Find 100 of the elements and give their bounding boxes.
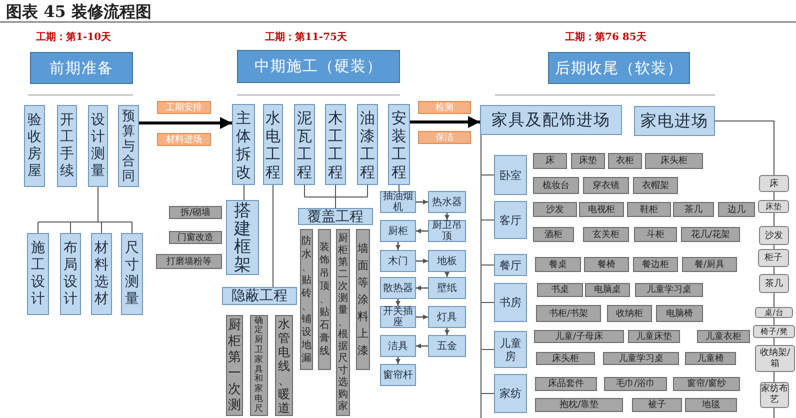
item-box: 餐/厨具 — [682, 257, 737, 272]
process-box: 验收房屋 — [24, 105, 45, 187]
connector-line — [38, 186, 132, 234]
arrow — [416, 258, 428, 264]
arrow — [444, 328, 450, 335]
process-box: 地板 — [428, 250, 466, 272]
process-box: 客厅 — [494, 201, 527, 239]
process-box: 预算与合同 — [118, 105, 139, 187]
item-box: 斗柜 — [634, 227, 677, 242]
item-box: 床垫 — [758, 200, 789, 213]
process-box: 厨卫吊顶 — [428, 220, 466, 242]
duration-label: 工期：第11-75天 — [265, 30, 347, 44]
item-box: 餐椅 — [584, 257, 629, 272]
connector-line — [398, 184, 400, 192]
item-box: 毛巾/浴巾 — [604, 377, 667, 391]
process-box: 热水器 — [428, 191, 466, 213]
process-box: 洁具 — [380, 335, 416, 357]
tag-box: 工期安排 — [157, 101, 211, 114]
process-box: 窗帘杆 — [380, 364, 416, 386]
item-box: 儿童床垫 — [628, 330, 680, 343]
item-box: 抱枕/靠垫 — [535, 398, 623, 412]
item-box: 厨柜第二次测量、根据尺寸选购家 — [336, 229, 350, 416]
item-box: 儿童/子母床 — [534, 330, 624, 343]
process-box: 设计测量 — [88, 105, 108, 187]
process-box: 施工设计 — [27, 233, 49, 315]
item-box: 椅子/凳 — [753, 325, 795, 338]
item-box: 被子 — [632, 398, 682, 412]
item-box: 地毯 — [685, 398, 737, 412]
process-box: 隐蔽工程 — [222, 287, 297, 305]
item-box: 儿童衣柜 — [697, 330, 750, 343]
item-box: 确定厨卫家具和家电尺 — [250, 315, 268, 416]
item-box: 床头柜 — [645, 153, 703, 169]
item-box: 床垫 — [571, 153, 605, 169]
phase-header: 后期收尾（软装） — [548, 52, 690, 84]
process-box: 书房 — [494, 283, 527, 322]
item-box: 边几 — [718, 202, 755, 217]
process-box: 开关插座 — [380, 306, 416, 328]
item-box: 床 — [533, 153, 567, 169]
arrow — [416, 228, 428, 234]
process-box: 木工工程 — [325, 104, 346, 185]
item-box: 儿童椅 — [685, 352, 736, 365]
duration-label: 工期：第1-10天 — [36, 30, 112, 44]
arrow — [395, 242, 401, 250]
item-box: 鞋柜 — [627, 202, 671, 217]
connector-line — [272, 184, 274, 288]
item-box: 餐边柜 — [633, 257, 678, 272]
process-box: 开工手续 — [57, 105, 77, 187]
item-box: 收纳架/箱 — [755, 345, 795, 372]
connector-line — [304, 184, 368, 208]
process-box: 餐厅 — [494, 254, 527, 276]
process-box: 主体拆改 — [232, 104, 255, 185]
connector-line — [480, 134, 494, 418]
item-box: 水管电线、暖道 — [275, 315, 293, 416]
tag-box: 材料进场 — [157, 133, 211, 146]
arrow — [416, 285, 428, 291]
item-box: 家纺布艺 — [760, 382, 789, 408]
item-box: 电脑桌 — [585, 283, 630, 297]
item-box: 床 — [759, 175, 789, 192]
process-box: 材料选材 — [91, 233, 112, 315]
item-box: 书柜/书架 — [536, 305, 601, 322]
item-box: 衣柜 — [608, 153, 642, 169]
process-box: 家具及配饰进场 — [480, 105, 622, 135]
process-box: 覆盖工程 — [298, 208, 373, 225]
item-box: 儿童学习桌 — [635, 283, 703, 297]
phase-header: 前期准备 — [30, 52, 133, 84]
process-box: 家纺 — [494, 374, 527, 413]
process-box: 布局设计 — [60, 233, 81, 315]
item-box: 玄关柜 — [583, 227, 629, 242]
item-box: 窗帘/窗纱 — [673, 377, 740, 391]
item-box: 电视柜 — [579, 202, 624, 217]
tag-box: 保洁 — [418, 131, 471, 144]
item-box: 茶几 — [759, 274, 789, 293]
title: 图表 45 装修流程图 — [6, 2, 152, 23]
process-box: 散热器 — [380, 277, 416, 299]
item-box: 儿童学习桌 — [603, 352, 679, 365]
process-box: 卧室 — [494, 155, 527, 195]
item-box: 墙面等涂料上漆 — [356, 229, 370, 370]
item-box: 花几/花架 — [681, 227, 740, 242]
item-box: 茶几 — [673, 202, 714, 217]
process-box: 木门 — [380, 250, 416, 272]
arrow — [416, 199, 428, 205]
item-box: 打磨墙粉等 — [156, 254, 222, 269]
arrow — [395, 299, 401, 306]
process-box: 厨柜 — [380, 220, 416, 242]
item-box: 梳妆台 — [533, 177, 579, 194]
item-box: 书桌 — [537, 283, 583, 297]
item-box: 酒柜 — [533, 227, 574, 242]
arrow — [416, 343, 428, 349]
item-box: 柜子 — [758, 249, 789, 267]
arrow — [444, 213, 450, 220]
item-box: 穿衣镜 — [583, 177, 629, 194]
arrow — [410, 116, 480, 128]
arrow — [139, 117, 232, 129]
process-box: 五金 — [428, 335, 466, 357]
phase-header: 中期施工（硬装） — [237, 50, 400, 83]
item-box: 沙发 — [533, 202, 577, 217]
arrow — [395, 357, 401, 364]
item-box: 桌/台 — [755, 307, 793, 318]
arrow — [416, 314, 428, 320]
item-box: 餐桌 — [535, 257, 581, 272]
